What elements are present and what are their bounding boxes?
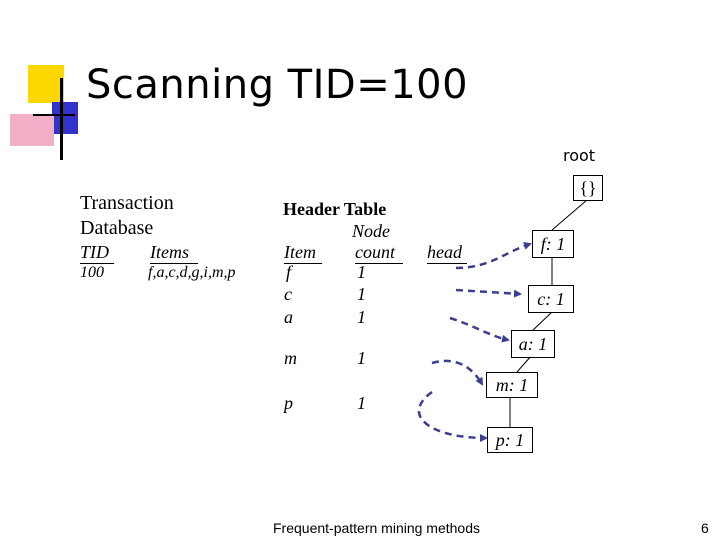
header-row-count-c: 1 bbox=[357, 284, 366, 304]
header-table-col-head: head bbox=[427, 242, 462, 262]
title-ornament bbox=[0, 0, 100, 170]
slide-title: Scanning TID=100 bbox=[86, 62, 469, 108]
transaction-db-col-tid: TID bbox=[80, 242, 110, 262]
item-col-underline bbox=[284, 263, 322, 264]
node-link-c bbox=[455, 288, 522, 298]
header-row-item-f: f bbox=[286, 262, 292, 282]
tree-node-c: c: 1 bbox=[528, 285, 574, 313]
transaction-db-title-line2: Database bbox=[80, 217, 154, 239]
header-table-col-item: Item bbox=[284, 242, 316, 262]
header-table-title: Header Table bbox=[283, 199, 387, 219]
tree-node-root: {} bbox=[573, 175, 603, 201]
tree-edge-root-f bbox=[551, 199, 588, 231]
head-col-underline bbox=[427, 263, 467, 264]
node-link-f bbox=[455, 242, 532, 270]
items-underline bbox=[150, 263, 198, 264]
header-row-count-a: 1 bbox=[357, 307, 366, 327]
transaction-db-col-items: Items bbox=[150, 242, 189, 262]
transaction-row-items: f,a,c,d,g,i,m,p bbox=[148, 264, 236, 281]
tree-node-p: p: 1 bbox=[487, 427, 533, 453]
node-link-m bbox=[431, 359, 484, 386]
ornament-vertical-line bbox=[60, 78, 63, 160]
page-number: 6 bbox=[701, 520, 709, 536]
ornament-yellow-square bbox=[28, 65, 64, 103]
transaction-db-title-line1: Transaction bbox=[80, 192, 174, 214]
slide-footer: Frequent-pattern mining methods bbox=[273, 520, 480, 536]
transaction-row-tid: 100 bbox=[80, 264, 104, 281]
header-table-col-node-line2: count bbox=[355, 242, 395, 262]
header-table-col-node-line1: Node bbox=[352, 221, 390, 241]
tid-underline bbox=[80, 263, 114, 264]
header-row-item-a: a bbox=[284, 307, 293, 327]
header-row-item-m: m bbox=[284, 348, 297, 368]
ornament-blue-square bbox=[52, 102, 78, 134]
header-row-count-m: 1 bbox=[357, 348, 366, 368]
header-row-count-p: 1 bbox=[357, 393, 366, 413]
header-row-item-p: p bbox=[284, 393, 293, 413]
tree-node-a: a: 1 bbox=[511, 330, 555, 358]
node-link-p bbox=[417, 390, 488, 442]
ornament-horizontal-line bbox=[33, 114, 75, 116]
tree-edge-c-a bbox=[531, 311, 553, 332]
header-row-count-f: 1 bbox=[357, 262, 366, 282]
node-link-a bbox=[449, 316, 510, 343]
header-row-item-c: c bbox=[284, 284, 292, 304]
tree-node-m: m: 1 bbox=[486, 372, 538, 398]
tree-root-label: root bbox=[563, 146, 596, 165]
ornament-pink-square bbox=[10, 114, 54, 146]
tree-node-f: f: 1 bbox=[532, 230, 574, 258]
count-col-underline bbox=[355, 263, 403, 264]
